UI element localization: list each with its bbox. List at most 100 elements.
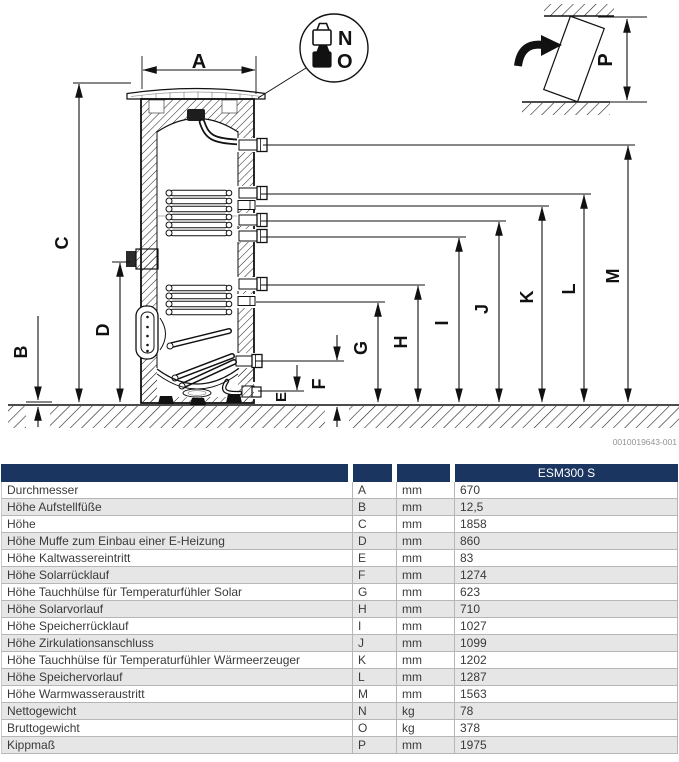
spec-label: Höhe Tauchhülse für Temperaturfühler Wär… <box>1 652 353 669</box>
spec-symbol: N <box>353 703 397 720</box>
spec-unit: mm <box>397 482 455 499</box>
dim-label-p: P <box>595 53 617 66</box>
dim-label-l: L <box>559 284 579 295</box>
spec-label: Nettogewicht <box>1 703 353 720</box>
dim-label-e: E <box>273 392 290 402</box>
tank-lid <box>126 87 266 100</box>
spec-unit: mm <box>397 737 455 754</box>
spec-symbol: J <box>353 635 397 652</box>
spec-label: Bruttogewicht <box>1 720 353 737</box>
spec-unit: mm <box>397 499 455 516</box>
spec-label: Höhe Speichervorlauf <box>1 669 353 686</box>
spec-value: 1202 <box>455 652 678 669</box>
table-row: Höhe Tauchhülse für Temperaturfühler Sol… <box>1 584 678 601</box>
table-row: Höhe Tauchhülse für Temperaturfühler Wär… <box>1 652 678 669</box>
spec-symbol: K <box>353 652 397 669</box>
dim-label-g: G <box>351 341 371 355</box>
header-unit-cell <box>397 464 455 482</box>
spec-unit: mm <box>397 584 455 601</box>
ground-hatching <box>8 404 679 430</box>
inspection-flange <box>135 305 166 360</box>
spec-value: 12,5 <box>455 499 678 516</box>
spec-unit: mm <box>397 533 455 550</box>
dim-label-k: K <box>517 291 537 304</box>
spec-value: 860 <box>455 533 678 550</box>
spec-symbol: H <box>353 601 397 618</box>
drawing-number: 0010019643-001 <box>613 437 678 447</box>
dim-label-b: B <box>11 346 31 359</box>
dim-label-h: H <box>391 336 411 349</box>
spec-symbol: M <box>353 686 397 703</box>
spec-value: 1975 <box>455 737 678 754</box>
spec-unit: mm <box>397 567 455 584</box>
spec-symbol: G <box>353 584 397 601</box>
solar-coil-return-pipes <box>166 328 237 390</box>
spec-symbol: C <box>353 516 397 533</box>
gross-weight-label: O <box>337 51 353 73</box>
spec-unit: kg <box>397 720 455 737</box>
spec-value: 1027 <box>455 618 678 635</box>
dim-label-f: F <box>309 379 329 390</box>
upper-heating-coil <box>165 189 233 237</box>
table-header-row: ESM300 S <box>1 464 678 482</box>
tilt-arrow-icon <box>514 35 562 67</box>
spec-symbol: I <box>353 618 397 635</box>
spec-unit: mm <box>397 669 455 686</box>
spec-value: 1287 <box>455 669 678 686</box>
spec-unit: mm <box>397 516 455 533</box>
spec-label: Höhe <box>1 516 353 533</box>
spec-value: 1099 <box>455 635 678 652</box>
spec-label: Höhe Solarrücklauf <box>1 567 353 584</box>
spec-label: Durchmesser <box>1 482 353 499</box>
spec-label: Höhe Muffe zum Einbau einer E-Heizung <box>1 533 353 550</box>
weight-callout: N O <box>257 13 369 99</box>
spec-label: Höhe Aufstellfüße <box>1 499 353 516</box>
tank-cross-section <box>126 87 268 405</box>
spec-unit: mm <box>397 618 455 635</box>
spec-value: 623 <box>455 584 678 601</box>
dim-label-m: M <box>603 269 623 284</box>
spec-unit: mm <box>397 601 455 618</box>
tilted-tank <box>542 15 606 103</box>
spec-label: Höhe Kaltwassereintritt <box>1 550 353 567</box>
dim-label-d: D <box>93 324 113 337</box>
dimension-lines <box>26 56 635 427</box>
spec-value: 78 <box>455 703 678 720</box>
spec-symbol: O <box>353 720 397 737</box>
net-weight-label: N <box>338 28 352 50</box>
technical-drawing: A B C D E F G H I J K L M N O <box>8 4 679 447</box>
spec-label: Höhe Warmwasseraustritt <box>1 686 353 703</box>
spec-symbol: P <box>353 737 397 754</box>
spec-symbol: E <box>353 550 397 567</box>
spec-unit: mm <box>397 550 455 567</box>
dome-fitting <box>187 109 205 121</box>
gross-weight-icon <box>312 44 332 68</box>
dim-label-c: C <box>52 237 72 250</box>
spec-value: 1274 <box>455 567 678 584</box>
spec-value: 670 <box>455 482 678 499</box>
spec-label: Höhe Tauchhülse für Temperaturfühler Sol… <box>1 584 353 601</box>
spec-value: 1858 <box>455 516 678 533</box>
warm-water-pipe <box>198 118 243 146</box>
spec-symbol: L <box>353 669 397 686</box>
dim-label-i: I <box>432 320 452 325</box>
header-product-cell: ESM300 S <box>455 464 678 482</box>
spec-symbol: F <box>353 567 397 584</box>
tank-bottom <box>141 368 254 405</box>
dim-label-a: A <box>192 51 206 73</box>
spec-label: Höhe Zirkulationsanschluss <box>1 635 353 652</box>
e-heater-socket <box>126 248 159 270</box>
tilt-diagram: P <box>514 4 647 115</box>
spec-label: Höhe Speicherrücklauf <box>1 618 353 635</box>
